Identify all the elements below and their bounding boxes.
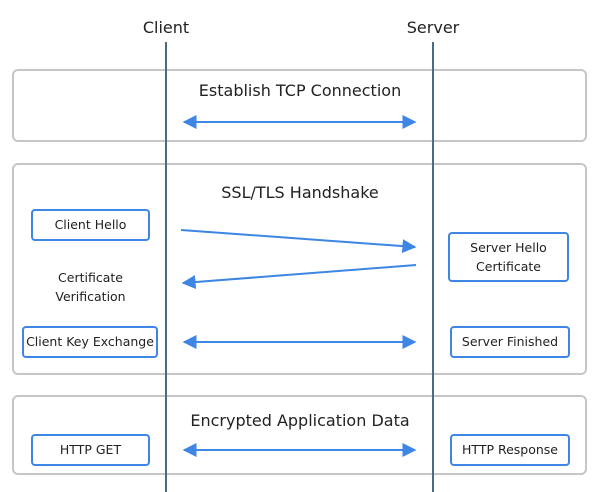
phase-panel-tcp bbox=[12, 69, 587, 142]
server-hello-arrow bbox=[181, 264, 417, 290]
http-response-box: HTTP Response bbox=[450, 434, 570, 466]
certificate-verification-label: Certificate Verification bbox=[55, 270, 126, 305]
phase-title-app-data: Encrypted Application Data bbox=[190, 411, 410, 430]
client-key-exchange-box: Client Key Exchange bbox=[22, 326, 158, 358]
server-lane-title: Server bbox=[406, 18, 460, 37]
client-hello-box: Client Hello bbox=[31, 209, 150, 241]
phase-title-handshake: SSL/TLS Handshake bbox=[221, 183, 379, 202]
server-hello-box: Server Hello Certificate bbox=[448, 232, 569, 282]
client-lane-title: Client bbox=[142, 18, 190, 37]
client-hello-arrow bbox=[180, 229, 417, 254]
phase-title-tcp: Establish TCP Connection bbox=[198, 81, 402, 100]
http-get-box: HTTP GET bbox=[31, 434, 150, 466]
server-finished-box: Server Finished bbox=[450, 326, 570, 358]
